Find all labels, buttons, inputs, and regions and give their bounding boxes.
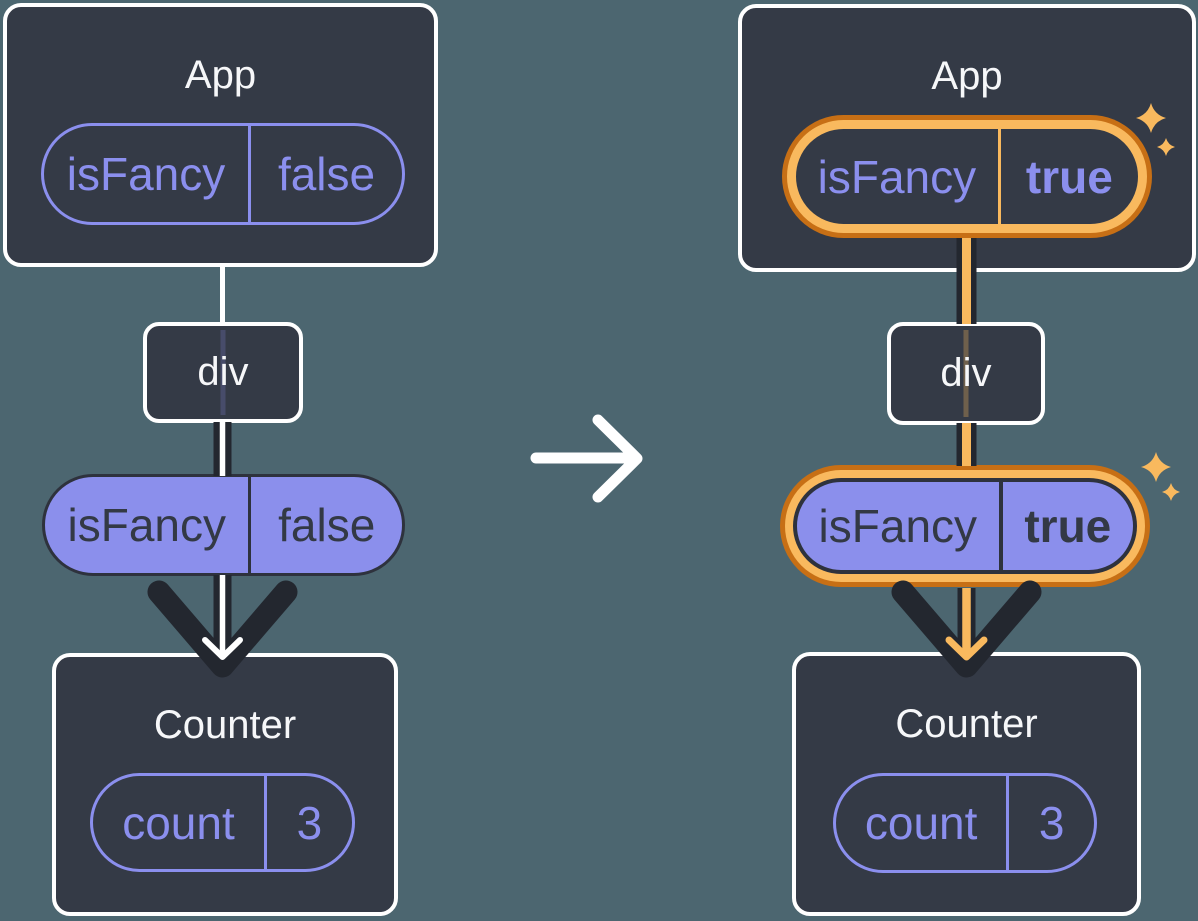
prop-name: isFancy [797, 482, 1003, 570]
passed-prop-pill-highlighted: isFancy true [793, 478, 1137, 574]
state-name: isFancy [44, 126, 252, 222]
counter-title: Counter [895, 702, 1038, 746]
prop-name: isFancy [45, 477, 252, 573]
state-name: count [93, 776, 267, 869]
transition-arrow-icon [530, 414, 643, 503]
prop-value: true [1024, 500, 1112, 552]
div-box: div [143, 322, 303, 423]
state-value: 3 [1038, 797, 1065, 849]
passed-prop-pill: isFancy false [42, 474, 405, 576]
state-name: isFancy [796, 129, 1001, 224]
app-state-pill: isFancy false [41, 123, 405, 225]
counter-title: Counter [153, 703, 297, 747]
pass-through-line [220, 330, 226, 415]
state-value: true [1025, 150, 1113, 203]
counter-state-pill: count 3 [833, 773, 1097, 873]
prop-value: false [278, 499, 376, 551]
sparkle-icon [1141, 452, 1180, 501]
pass-through-line [963, 330, 969, 417]
div-box: div [887, 322, 1045, 425]
div-label: div [940, 351, 992, 395]
counter-state-pill: count 3 [90, 773, 355, 872]
div-label: div [197, 350, 249, 394]
app-title: App [184, 53, 257, 97]
state-value: false [277, 148, 376, 200]
state-name: count [836, 776, 1010, 870]
state-value: 3 [296, 796, 323, 849]
app-state-pill-highlighted: isFancy true [787, 120, 1147, 233]
app-title: App [931, 54, 1003, 98]
